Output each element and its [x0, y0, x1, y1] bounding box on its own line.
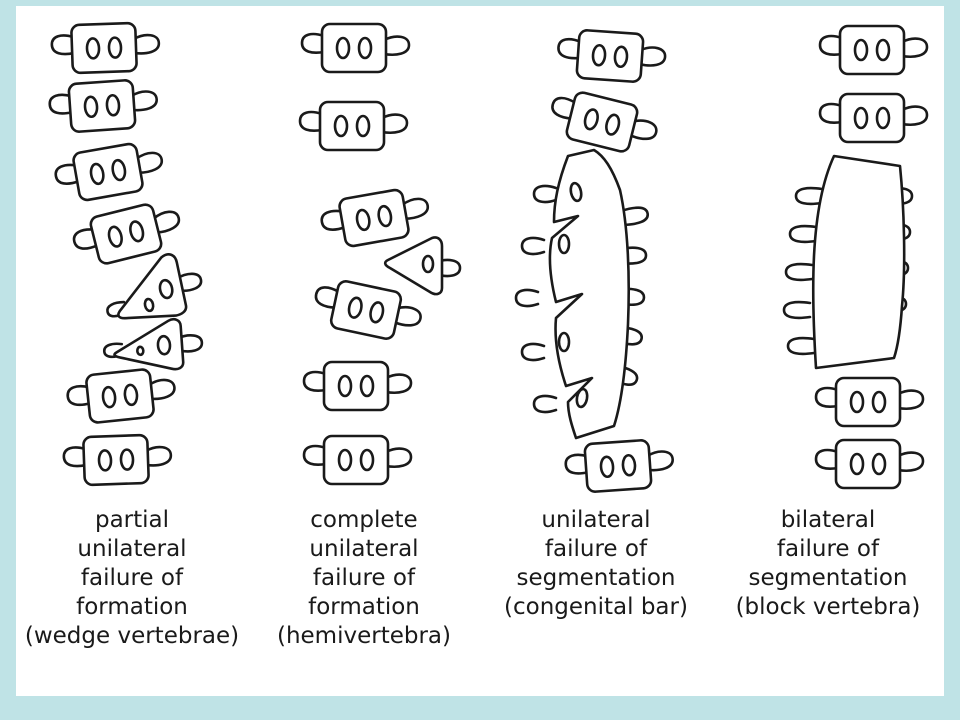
caption-line: unilateral	[77, 536, 187, 562]
vertebra-icon	[302, 360, 413, 412]
vertebra-icon	[818, 24, 929, 76]
vertebra-icon	[47, 76, 160, 135]
slide: partial unilateral failure of formation …	[16, 6, 944, 696]
caption-line: failure of	[776, 536, 880, 562]
caption-line: failure of	[544, 536, 648, 562]
vertebra-icon	[51, 137, 168, 206]
column-wedge-vertebrae	[47, 20, 204, 488]
vertebral-anomalies-diagram	[47, 20, 929, 495]
vertebra-icon	[308, 274, 427, 347]
caption-hemivertebra: complete unilateral failure of formation…	[248, 506, 480, 651]
vertebra-icon	[544, 84, 663, 160]
block-vertebra-icon	[811, 154, 906, 370]
vertebra-icon	[818, 92, 929, 144]
column-congenital-bar	[514, 27, 676, 495]
vertebra-icon	[49, 20, 162, 76]
caption-line: formation	[76, 594, 188, 620]
vertebra-icon	[814, 376, 925, 428]
hemivertebra-icon	[383, 236, 462, 296]
column-block-vertebra	[782, 24, 929, 490]
vertebra-icon	[317, 183, 434, 252]
vertebra-icon	[64, 365, 179, 427]
caption-line: partial	[94, 507, 170, 533]
caption-line: failure of	[80, 565, 184, 591]
caption-block-vertebra: bilateral failure of segmentation (block…	[712, 506, 944, 622]
caption-line: (block vertebra)	[735, 594, 921, 620]
caption-line: unilateral	[541, 507, 651, 533]
vertebra-icon	[555, 27, 668, 86]
column-hemivertebra	[298, 22, 462, 486]
caption-line: failure of	[312, 565, 416, 591]
vertebra-icon	[814, 438, 925, 490]
caption-line: unilateral	[309, 536, 419, 562]
caption-line: (congenital bar)	[504, 594, 688, 620]
vertebra-icon	[563, 436, 676, 495]
caption-line: (hemivertebra)	[276, 623, 451, 649]
caption-line: segmentation	[748, 565, 908, 591]
vertebra-icon	[302, 434, 413, 486]
caption-line: complete	[310, 507, 418, 533]
caption-line: segmentation	[516, 565, 676, 591]
congenital-bar-icon	[548, 148, 631, 440]
wedge-vertebra-icon	[102, 318, 204, 371]
vertebra-icon	[61, 432, 174, 488]
caption-congenital-bar: unilateral failure of segmentation (cong…	[480, 506, 712, 622]
caption-line: bilateral	[780, 507, 876, 533]
vertebra-icon	[300, 22, 411, 74]
vertebra-icon	[298, 100, 409, 152]
wedge-vertebra-icon	[106, 253, 203, 320]
caption-wedge-vertebrae: partial unilateral failure of formation …	[16, 506, 248, 651]
caption-line: formation	[308, 594, 420, 620]
caption-line: (wedge vertebrae)	[24, 623, 240, 649]
